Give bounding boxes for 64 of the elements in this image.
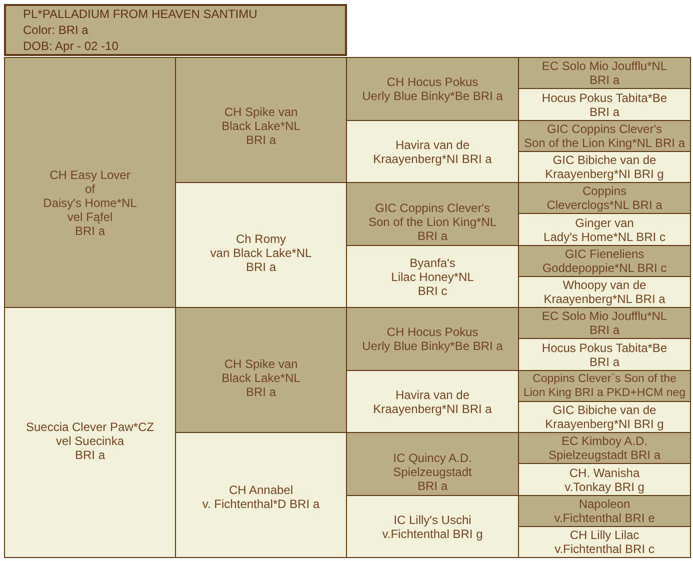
pedigree-cell xyxy=(518,151,691,183)
pedigree-cell xyxy=(518,370,691,402)
cat-name: CH Hocus Pokus Uerly Blue Binky*Be BRI a xyxy=(362,325,503,353)
cat-name: Napoleon v.Fichtenthal BRI e xyxy=(554,497,655,525)
pedigree-cell xyxy=(518,307,691,339)
pedigree-cell xyxy=(518,338,691,371)
pedigree-cell xyxy=(346,495,519,558)
pedigree-cell xyxy=(346,432,519,496)
pedigree-cell xyxy=(175,432,347,558)
cat-name: IC Lilly's Uschi v.Fichtenthal BRI g xyxy=(382,512,483,540)
cat-name: Byanfa's Lilac Honey*NL BRI c xyxy=(391,256,474,298)
pedigree-cell xyxy=(518,276,691,308)
pedigree-cell xyxy=(518,495,691,527)
cat-name: Ch Romy van Black Lake*NL BRI a xyxy=(210,232,312,274)
pedigree-cell xyxy=(346,307,519,371)
cat-name: Ginger van Lady's Home*NL BRI c xyxy=(544,216,666,244)
cat-name: Sueccia Clever Paw*CZ vel Suecinka BRI a xyxy=(26,420,154,462)
pedigree-cell xyxy=(346,57,519,121)
pedigree-cell xyxy=(518,245,691,277)
pedigree-cell xyxy=(346,120,519,183)
cat-name: CH Easy Lover of Daisy's Home*NL vel Fąfel BRI a xyxy=(43,168,137,238)
cat-name: GIC Fieneliens Goddepoppie*NL BRI c xyxy=(542,247,667,275)
cat-name: EC Solo Mio Joufflu*NL BRI a xyxy=(542,59,668,87)
cat-name: Hocus Pokus Tabita*Be BRI a xyxy=(542,340,668,368)
pedigree-title: PL*PALLADIUM FROM HEAVEN SANTIMU xyxy=(23,6,258,22)
pedigree-cell xyxy=(518,88,691,121)
cat-name: IC Quincy A.D. Spielzeugstadt BRI a xyxy=(393,451,472,493)
pedigree-cell xyxy=(518,463,691,496)
pedigree-cell xyxy=(518,526,691,558)
pedigree-cell xyxy=(518,120,691,152)
cat-name: GIC Bibiche van de Kraayenberg*NI BRI g xyxy=(545,403,664,431)
cat-name: CH. Wanisha v.Tonkay BRI g xyxy=(564,466,644,494)
pedigree-cell xyxy=(346,245,519,308)
cat-name: CH Lilly Lilac v.Fichtenthal BRI c xyxy=(554,528,654,556)
cat-name: CH Hocus Pokus Uerly Blue Binky*Be BRI a xyxy=(362,75,503,103)
cat-name: Coppins Cleverclogs*NL BRI a xyxy=(546,184,662,212)
color-text: Color: BRI a xyxy=(23,22,90,38)
cat-name: Hocus Pokus Tabita*Be BRI a xyxy=(542,90,668,118)
cat-name: CH Spike van Black Lake*NL BRI a xyxy=(222,357,300,399)
pedigree-cell xyxy=(518,182,691,214)
pedigree-cell xyxy=(175,307,347,433)
header-panel xyxy=(4,4,347,56)
cat-name: EC Kimboy A.D. Spielzeugstadt BRI a xyxy=(548,434,661,462)
cat-name: GIC Coppins Clever's Son of the Lion King*NL BRI a xyxy=(368,201,497,243)
cat-name: Whoopy van de Kraayenberg*NL BRI a xyxy=(544,278,666,306)
cat-name: CH Annabel v. Fichtenthal*D BRI a xyxy=(202,483,320,511)
cat-name: Havira van de Kraayenberg*NI BRI a xyxy=(373,138,492,166)
pedigree-cell xyxy=(175,57,347,183)
cat-name: GIC Coppins Clever's Son of the Lion King*NL BRI a xyxy=(524,122,685,150)
pedigree-cell xyxy=(518,213,691,246)
pedigree-cell xyxy=(518,432,691,464)
pedigree-cell xyxy=(4,57,176,308)
cat-name: GIC Bibiche van de Kraayenberg*NI BRI g xyxy=(545,153,664,181)
pedigree-cell xyxy=(518,401,691,433)
cat-name: Coppins Clever`s Son of the Lion King BRI a PKD+HCM neg xyxy=(523,372,686,400)
pedigree-cell xyxy=(346,370,519,433)
pedigree-cell xyxy=(175,182,347,308)
pedigree-cell xyxy=(346,182,519,246)
birth-date: DOB: Apr - 02 -10 xyxy=(23,38,120,54)
cat-name: EC Solo Mio Joufflu*NL BRI a xyxy=(542,309,668,337)
cat-name: Havira van de Kraayenberg*NI BRI a xyxy=(373,388,492,416)
pedigree-cell xyxy=(4,307,176,558)
pedigree-cell xyxy=(518,57,691,89)
cat-name: CH Spike van Black Lake*NL BRI a xyxy=(222,105,300,147)
